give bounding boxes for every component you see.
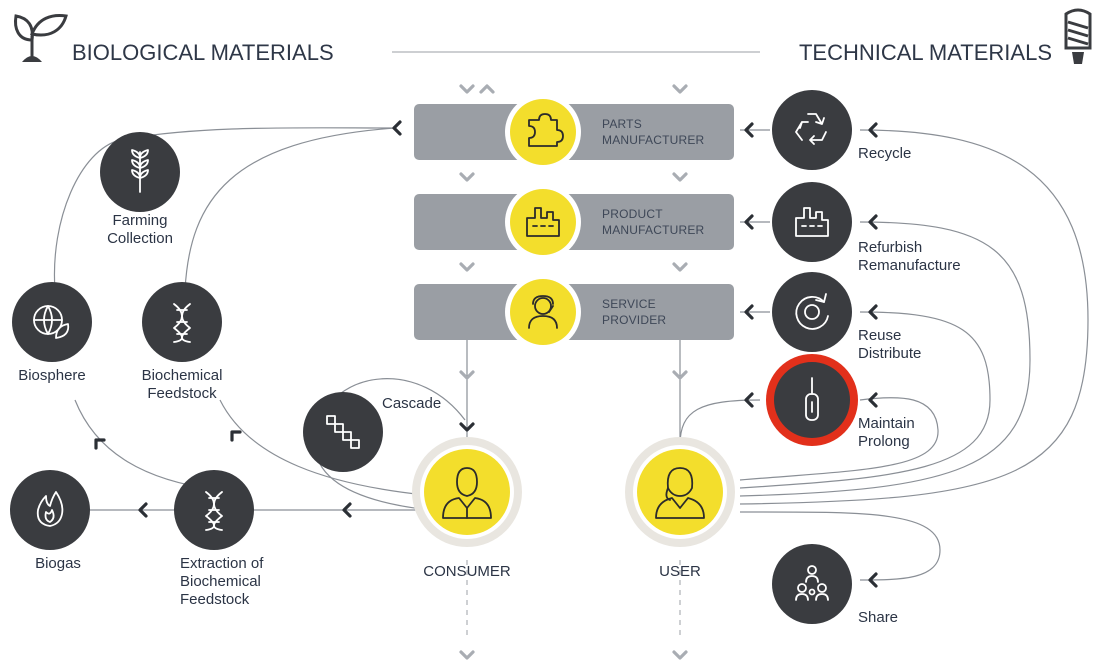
user-person-icon — [655, 467, 705, 519]
extraction-label-line3: Feedstock — [180, 591, 250, 608]
wheat-icon — [131, 149, 149, 193]
farming-label-line2: Collection — [107, 230, 173, 247]
people-group-icon — [795, 565, 829, 601]
share-label: Share — [858, 609, 898, 626]
stage-label-line2: MANUFACTURER — [602, 223, 705, 237]
extraction-label-line2: Biochemical — [180, 573, 261, 590]
stage-parts-manufacturer: PARTS MANUFACTURER — [414, 94, 734, 170]
consumer-person-icon — [442, 467, 492, 519]
recycle-label: Recycle — [858, 145, 911, 162]
maintain-label-line1: Maintain — [858, 415, 915, 432]
biological-materials-title: BIOLOGICAL MATERIALS — [72, 40, 334, 65]
extraction-node: Extraction of Biochemical Feedstock — [174, 470, 264, 608]
stage-label-line1: PARTS — [602, 117, 642, 131]
service-person-icon — [528, 295, 558, 329]
farming-collection-node: Farming Collection — [100, 132, 180, 247]
reuse-node: Reuse Distribute — [772, 272, 921, 362]
stage-label-line1: PRODUCT — [602, 207, 663, 221]
refurbish-label-line2: Remanufacture — [858, 257, 961, 274]
biosphere-node: Biosphere — [12, 282, 92, 384]
light-bulb-icon — [1064, 8, 1092, 64]
header: BIOLOGICAL MATERIALS TECHNICAL MATERIALS — [14, 8, 1092, 65]
recycle-node: Recycle — [772, 90, 911, 170]
redistribute-icon — [795, 293, 829, 330]
biogas-node: Biogas — [10, 470, 90, 572]
biochemical-label-line2: Feedstock — [147, 385, 217, 402]
cascade-label: Cascade — [382, 395, 441, 412]
puzzle-piece-icon — [528, 113, 564, 147]
stage-label-line2: PROVIDER — [602, 313, 666, 327]
stage-product-manufacturer: PRODUCT MANUFACTURER — [414, 184, 734, 260]
dna-icon — [205, 491, 223, 531]
farming-label-line1: Farming — [112, 212, 167, 229]
reuse-label-line1: Reuse — [858, 327, 901, 344]
flame-icon — [36, 491, 64, 527]
cascade-icon — [326, 415, 360, 449]
refurbish-node: Refurbish Remanufacture — [772, 182, 961, 274]
refurbish-label-line1: Refurbish — [858, 239, 922, 256]
user-label: USER — [659, 563, 701, 580]
reuse-label-line2: Distribute — [858, 345, 921, 362]
stage-label-line1: SERVICE — [602, 297, 656, 311]
stage-service-provider: SERVICE PROVIDER — [414, 274, 734, 350]
biosphere-label: Biosphere — [18, 367, 86, 384]
consumer-node: CONSUMER — [412, 437, 522, 580]
screwdriver-icon — [805, 377, 819, 421]
stage-label-line2: MANUFACTURER — [602, 133, 705, 147]
factory-icon — [526, 207, 560, 237]
maintain-label-line2: Prolong — [858, 433, 910, 450]
share-node: Share — [772, 544, 898, 626]
plant-icon — [14, 14, 68, 62]
user-node: USER — [625, 437, 735, 580]
extraction-label-line1: Extraction of — [180, 555, 264, 572]
recycle-icon — [795, 113, 827, 145]
dna-icon — [173, 303, 191, 343]
maintain-node: Maintain Prolong — [766, 354, 915, 450]
factory-icon — [795, 207, 829, 237]
globe-leaf-icon — [33, 305, 70, 339]
flow-chevrons — [94, 84, 878, 660]
biochemical-label-line1: Biochemical — [142, 367, 223, 384]
cascade-node: Cascade — [303, 392, 441, 472]
technical-materials-title: TECHNICAL MATERIALS — [799, 40, 1052, 65]
biochemical-feedstock-node: Biochemical Feedstock — [142, 282, 223, 402]
biogas-label: Biogas — [35, 555, 81, 572]
consumer-label: CONSUMER — [423, 563, 511, 580]
